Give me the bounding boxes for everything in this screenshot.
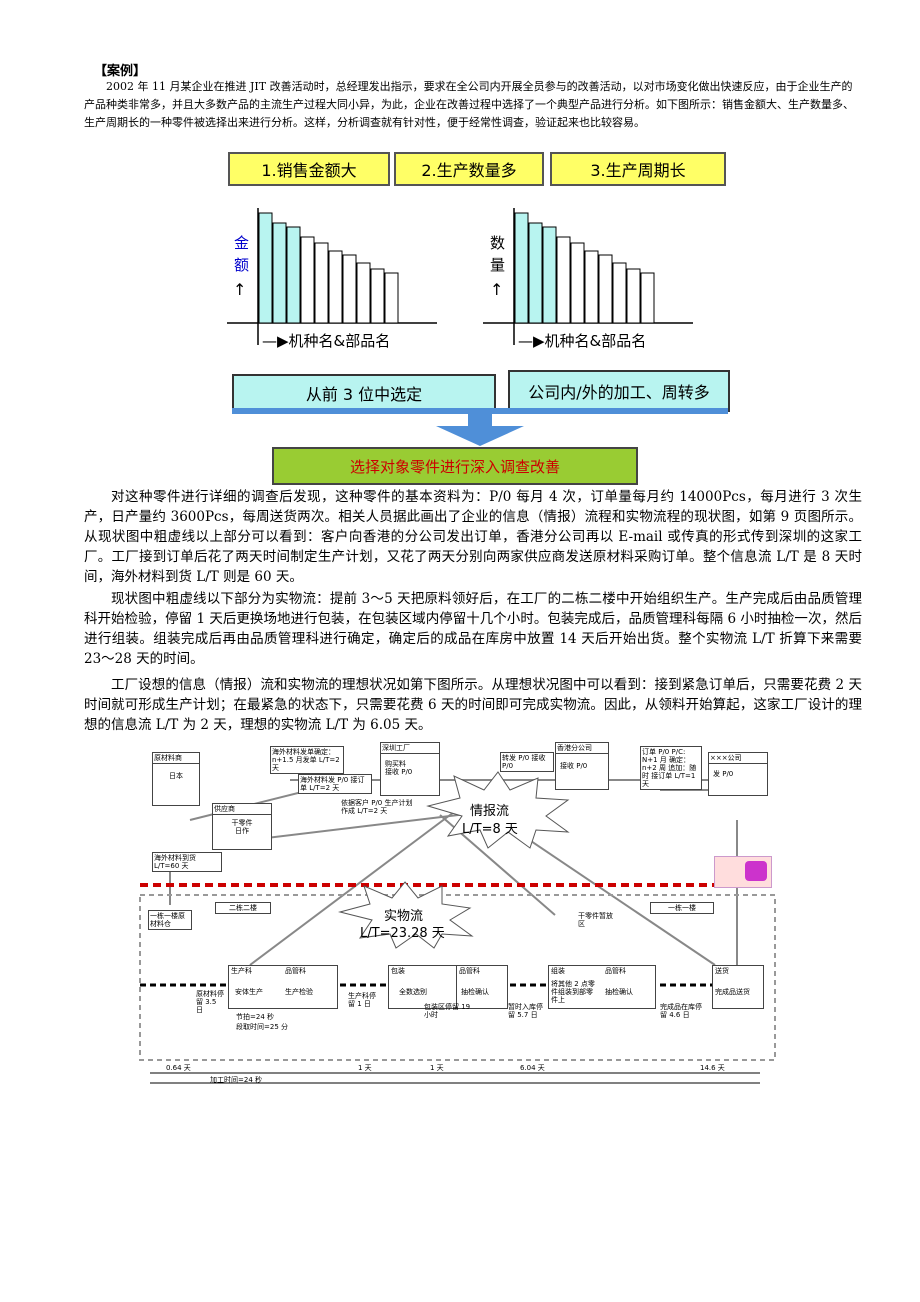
up-arrow-icon: ↑ bbox=[490, 280, 504, 299]
pareto-bar bbox=[314, 242, 329, 324]
timeline-5: 14.6 天 bbox=[700, 1064, 725, 1072]
pareto-bar bbox=[384, 272, 399, 324]
criteria-cycle: 3.生产周期长 bbox=[550, 152, 726, 186]
timeline-1: 0.64 天 bbox=[166, 1064, 191, 1072]
pareto-bar bbox=[514, 212, 529, 324]
paragraph-1: 对这种零件进行详细的调查后发现，这种零件的基本资料为：P/0 每月 4 次，订单… bbox=[84, 489, 862, 585]
pareto-bar bbox=[356, 262, 371, 324]
info-flow-label: 情报流 bbox=[470, 804, 510, 819]
customer-factory: ×××公司 发 P/0 bbox=[708, 752, 768, 796]
pareto-bar bbox=[300, 236, 315, 324]
customer-order-note: 订单 P/0 P/C: N+1 月 确定：n+2 周 追加：随时 接订单 L/T… bbox=[640, 746, 702, 790]
pareto-bar bbox=[598, 254, 613, 324]
raw-stay-note: 原材料停留 3.5 日 bbox=[196, 990, 224, 1014]
process-assembly: 组装 将其他 2 点零件组装到部零件上 品管科 抽检确认 bbox=[548, 965, 656, 1009]
pack-stay-note: 包装区停留 19 小时 bbox=[424, 1003, 471, 1019]
case-heading: 【案例】 bbox=[94, 64, 147, 79]
select-top3-box: 从前 3 位中选定 bbox=[232, 374, 496, 412]
raw-store: 一栋一楼原材料仓 bbox=[148, 910, 192, 930]
fin-stay-note: 完成品在库停留 4.6 日 bbox=[660, 1003, 702, 1019]
overseas-order-note2: 海外材料发 P/0 接订单 L/T=2 天 bbox=[298, 774, 372, 794]
pareto-bar bbox=[258, 212, 273, 324]
sales-pareto-chart bbox=[227, 208, 437, 345]
pareto-bar bbox=[542, 226, 557, 324]
building22-label: 二栋二楼 bbox=[215, 902, 271, 914]
truck-icon bbox=[714, 856, 772, 888]
prod-stay-note: 生产科停留 1 日 bbox=[348, 992, 376, 1008]
up-arrow-icon: ↑ bbox=[233, 280, 247, 299]
sales-xlabel: —▶机种名&部品名 bbox=[262, 332, 391, 350]
transfer-po-note: 转发 P/0 接收 P/0 bbox=[500, 752, 554, 772]
process-time: 加工时间=24 秒 bbox=[210, 1076, 262, 1084]
quantity-pareto-chart bbox=[483, 208, 693, 345]
pareto-bar bbox=[570, 242, 585, 324]
material-flow-burst bbox=[338, 881, 474, 949]
criteria-quantity: 2.生产数量多 bbox=[394, 152, 544, 186]
changeover-note: 段取时间=25 分 bbox=[236, 1023, 288, 1031]
process-ship: 送货 完成品送货 bbox=[712, 965, 764, 1009]
pareto-bar bbox=[286, 226, 301, 324]
pareto-bar bbox=[370, 268, 385, 324]
paragraph-3: 工厂设想的信息（情报）流和实物流的理想状况如第下图所示。从理想状况图中可以看到：… bbox=[84, 677, 862, 733]
sales-ylabel: 金额 bbox=[234, 234, 250, 274]
timeline-3: 1 天 bbox=[430, 1064, 444, 1072]
beat-note: 节拍=24 秒 bbox=[236, 1013, 274, 1021]
criteria-sales: 1.销售金额大 bbox=[228, 152, 390, 186]
down-arrow-icon bbox=[232, 408, 728, 446]
pareto-bar bbox=[640, 272, 655, 324]
shenzhen-factory: 深圳工厂 购买料 接收 P/0 bbox=[380, 742, 440, 796]
wait-stay-note: 暂时入库停留 5.7 日 bbox=[508, 1003, 543, 1019]
timeline-4: 6.04 天 bbox=[520, 1064, 545, 1072]
material-flow-label: 实物流 bbox=[384, 909, 424, 924]
quantity-ylabel: 数量 bbox=[490, 234, 506, 274]
hk-company: 香港分公司 接收 P/0 bbox=[555, 742, 609, 790]
overseas-lt-note: 海外材料到货 L/T=60 天 bbox=[152, 852, 222, 872]
raw-supplier-factory: 原材料商 日本 bbox=[152, 752, 200, 806]
quantity-xlabel: —▶机种名&部品名 bbox=[518, 332, 647, 350]
overseas-order-note: 海外材料发单确定：n+1.5 月发单 L/T=2 天 bbox=[270, 746, 344, 774]
pareto-bar bbox=[528, 222, 543, 324]
info-flow-burst bbox=[426, 771, 570, 849]
supplier-factory: 供应商 干零件 日作 bbox=[212, 803, 272, 850]
pareto-bar bbox=[556, 236, 571, 324]
parts-area: 干零件暂放区 bbox=[578, 912, 613, 928]
pareto-bar bbox=[328, 250, 343, 324]
plan-note: 依据客户 P/0 生产计划作成 L/T=2 天 bbox=[340, 798, 414, 816]
material-flow-lt: L/T=23.28 天 bbox=[360, 926, 445, 941]
timeline-2: 1 天 bbox=[358, 1064, 372, 1072]
paragraph-2: 现状图中粗虚线以下部分为实物流：提前 3～5 天把原料领好后，在工厂的二栋二楼中… bbox=[84, 591, 862, 667]
process-production: 生产科 品管科 安体生产 生产检验 bbox=[228, 965, 338, 1009]
pareto-bar bbox=[612, 262, 627, 324]
result-box: 选择对象零件进行深入调查改善 bbox=[272, 447, 638, 485]
process-qc2: 品管科 抽检确认 bbox=[456, 965, 508, 1009]
intro-paragraph: 2002 年 11 月某企业在推进 JIT 改善活动时，总经理发出指示，要求在全… bbox=[84, 80, 854, 129]
pareto-bar bbox=[342, 254, 357, 324]
building21-label: 一栋一楼 bbox=[650, 902, 714, 914]
info-flow-lt: L/T=8 天 bbox=[462, 822, 518, 837]
pareto-bar bbox=[272, 222, 287, 324]
pareto-bar bbox=[584, 250, 599, 324]
pareto-bar bbox=[626, 268, 641, 324]
